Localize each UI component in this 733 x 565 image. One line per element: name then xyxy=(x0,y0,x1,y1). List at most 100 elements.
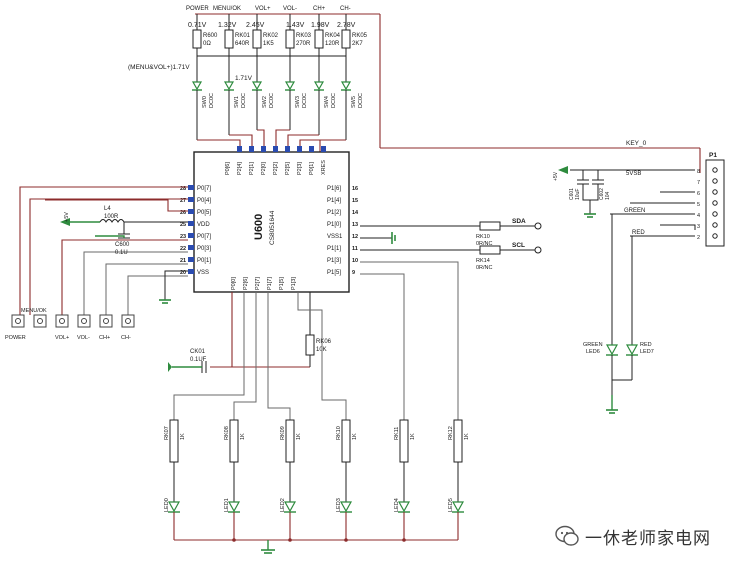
chip-right-led-wires xyxy=(360,261,459,420)
svg-text:RK12: RK12 xyxy=(448,426,454,440)
i2c-lines: SDA RK10 0R/NC SCL RK14 0R/NC xyxy=(360,218,542,271)
svg-text:270R: 270R xyxy=(296,41,311,47)
svg-text:SW5: SW5 xyxy=(351,96,357,108)
svg-text:8: 8 xyxy=(697,169,700,175)
svg-text:RK10: RK10 xyxy=(336,426,342,440)
svg-text:DC0C: DC0C xyxy=(209,93,215,108)
svg-text:P1[2]: P1[2] xyxy=(327,210,341,216)
led-bank: RK07 1K LED0 RK08 1K LED1 RK09 1K xyxy=(164,419,470,554)
svg-text:SW4: SW4 xyxy=(324,96,330,108)
svg-text:27: 27 xyxy=(180,198,186,204)
svg-text:LED3: LED3 xyxy=(336,498,342,512)
led-green: GREEN LED6 xyxy=(583,342,619,395)
svg-text:14: 14 xyxy=(352,210,359,216)
svg-text:LED5: LED5 xyxy=(448,498,454,512)
svg-text:P1[1]: P1[1] xyxy=(327,246,341,252)
svg-text:P1: P1 xyxy=(709,152,717,159)
svg-text:9: 9 xyxy=(352,270,355,276)
svg-text:RK11: RK11 xyxy=(394,427,400,440)
svg-text:P2[3]: P2[3] xyxy=(297,162,303,175)
switch-1: SW1 DC0C xyxy=(223,56,247,135)
svg-text:2K7: 2K7 xyxy=(352,41,363,47)
svg-text:SCL: SCL xyxy=(512,242,525,249)
svg-text:LED1: LED1 xyxy=(224,498,230,512)
svg-text:SW1: SW1 xyxy=(234,96,240,108)
svg-text:GREEN: GREEN xyxy=(624,208,645,214)
chip-left-pins: 28 27 26 25 23 22 21 20 P0[7] P0[4] P0[5… xyxy=(180,185,211,276)
button-ch-plus: CH+ xyxy=(99,314,113,341)
top-resistor-ladder: R600 0Ω RK01 640R RK02 1K5 RK03 270R RK0… xyxy=(192,14,368,57)
svg-text:10: 10 xyxy=(352,258,358,264)
svg-text:LED6: LED6 xyxy=(586,349,600,355)
button-ch-minus: CH- xyxy=(121,314,135,341)
svg-text:CH+: CH+ xyxy=(99,335,110,341)
key-net-label: KEY_0 xyxy=(626,140,647,147)
led-branch-4: RK11 1K LED4 xyxy=(394,419,416,540)
svg-text:VSS1: VSS1 xyxy=(327,234,343,240)
power-leds: GREEN LED6 RED LED7 xyxy=(583,342,654,414)
svg-text:P2[0]: P2[0] xyxy=(261,162,267,175)
connector-p1: P1 8 7 6 5 4 3 2 xyxy=(697,152,725,247)
svg-text:C602: C602 xyxy=(599,188,605,200)
svg-text:+5V: +5V xyxy=(64,212,70,222)
svg-text:XRES: XRES xyxy=(321,160,327,175)
svg-text:C601: C601 xyxy=(569,188,575,200)
svg-text:P2[5]: P2[5] xyxy=(285,162,291,175)
svg-text:DC0C: DC0C xyxy=(269,93,275,108)
voltage-4: 1.98V xyxy=(311,22,330,29)
svg-text:5: 5 xyxy=(697,202,700,208)
svg-text:120R: 120R xyxy=(325,41,340,47)
switch-0: SW0 DC0C xyxy=(191,56,215,140)
svg-text:P1[3]: P1[3] xyxy=(291,277,297,290)
svg-text:P0[3]: P0[3] xyxy=(197,246,211,252)
svg-text:P2[4]: P2[4] xyxy=(237,162,243,175)
svg-text:P0[7]: P0[7] xyxy=(197,234,211,240)
led-red: RED LED7 xyxy=(625,342,654,380)
svg-text:C600: C600 xyxy=(115,242,130,248)
svg-text:+5V: +5V xyxy=(553,171,559,181)
chip-bottom-pins: P0[0] P2[6] P2[7] P1[7] P1[5] P1[3] xyxy=(231,277,297,290)
svg-text:0R/NC: 0R/NC xyxy=(476,241,493,247)
label-ch-plus: CH+ xyxy=(313,6,326,12)
side-note: (MENU&VOL+)1.71V xyxy=(128,64,190,71)
menu-button-label: MENU/OK xyxy=(21,308,47,314)
svg-text:P0[6]: P0[6] xyxy=(225,162,231,175)
right-caps: C601 10uF C602 104 xyxy=(569,179,611,218)
led-branch-1: RK08 1K LED1 xyxy=(224,419,246,540)
svg-text:RK01: RK01 xyxy=(235,33,251,39)
top-key-labels: POWER MENU/OK VOL+ VOL- CH+ CH- xyxy=(186,6,351,12)
svg-text:26: 26 xyxy=(180,210,186,216)
watermark-text: 一休老师家电网 xyxy=(585,528,711,548)
led-branch-0: RK07 1K LED0 xyxy=(164,419,186,540)
svg-text:VSS: VSS xyxy=(197,270,209,276)
svg-text:LED0: LED0 xyxy=(164,498,170,512)
svg-text:RK04: RK04 xyxy=(325,33,341,39)
bottom-cap-res: CK01 0.1UF RK06 10K xyxy=(168,292,332,373)
svg-text:RK07: RK07 xyxy=(164,426,170,440)
svg-text:0Ω: 0Ω xyxy=(203,41,211,47)
left-wiring xyxy=(19,186,188,315)
svg-text:P0[0]: P0[0] xyxy=(231,277,237,290)
label-vol-minus: VOL- xyxy=(283,6,297,12)
svg-text:DC0C: DC0C xyxy=(302,93,308,108)
button-vol-plus: VOL+ xyxy=(55,314,69,341)
switch-5: SW5 DC0C xyxy=(340,56,364,140)
svg-text:5VSB: 5VSB xyxy=(626,171,641,177)
svg-text:RK09: RK09 xyxy=(280,426,286,440)
chip-right-pins: P1[6] P1[4] P1[2] P1[0] VSS1 P1[1] P1[3]… xyxy=(327,186,359,276)
svg-text:3: 3 xyxy=(697,224,700,230)
chat-bubble-icon xyxy=(555,525,579,546)
svg-text:P1[5]: P1[5] xyxy=(327,270,341,276)
svg-text:VOL+: VOL+ xyxy=(55,335,69,341)
button-vol-minus: VOL- xyxy=(77,314,91,341)
svg-text:LED7: LED7 xyxy=(640,349,654,355)
svg-text:0R/NC: 0R/NC xyxy=(476,265,493,271)
svg-text:1K: 1K xyxy=(410,433,416,440)
svg-text:23: 23 xyxy=(180,234,186,240)
svg-text:P1[4]: P1[4] xyxy=(327,198,341,204)
svg-text:SDA: SDA xyxy=(512,218,526,225)
svg-text:VDD: VDD xyxy=(197,222,210,228)
watermark: 一休老师家电网 xyxy=(555,522,725,550)
led-branch-3: RK10 1K LED3 xyxy=(336,419,358,540)
